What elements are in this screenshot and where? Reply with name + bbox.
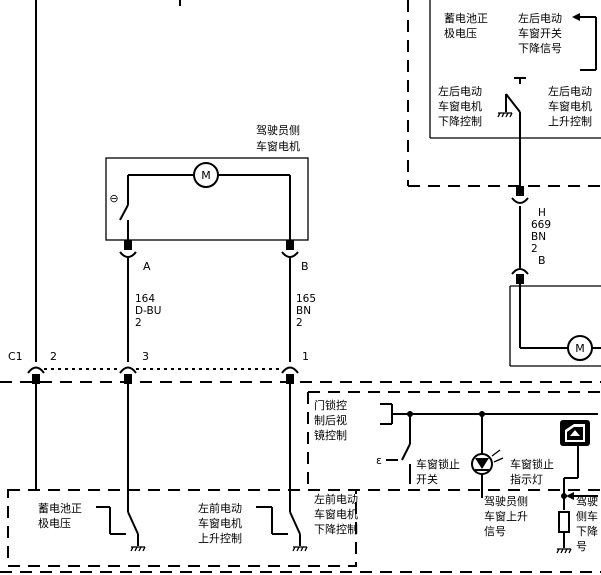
wire-165-number: 165 (296, 293, 316, 305)
wire-165-size: 2 (296, 317, 303, 329)
rear-h-connector (511, 197, 529, 204)
rear-up-ctrl-line3: 上升控制 (548, 114, 592, 128)
lock-lamp-line2: 指示灯 (510, 472, 543, 486)
c1-pin-3-connector (119, 366, 137, 374)
driver-up-signal-line1: 驾驶员侧 (484, 494, 528, 508)
lamp-emission-ray (493, 457, 504, 463)
front-up-ctrl-line3: 上升控制 (198, 531, 242, 545)
driver-partial-line3: 下降 (576, 524, 598, 538)
thermal-breaker-blade (119, 204, 129, 221)
lock-lamp-diode (475, 458, 489, 469)
wire-165-color: BN (296, 305, 311, 317)
driver-up-signal-line2: 车窗上升 (484, 509, 528, 523)
rear-switch-signal-line3: 下降信号 (518, 41, 562, 55)
front-down-switch-blade (289, 511, 301, 535)
front-battery-line1: 蓄电池正 (38, 502, 82, 515)
front-up-ctrl-line1: 左前电动 (198, 501, 242, 515)
rear-battery-line2: 极电压 (444, 26, 477, 40)
pin-a-connector (119, 251, 137, 258)
rear-signal-arrow (572, 13, 580, 21)
rear-switch-signal-line1: 左后电动 (518, 12, 562, 25)
c1-pin-1-terminal (286, 374, 294, 384)
front-up-switch-blade (127, 511, 139, 535)
door-lock-ctrl-line2: 制后视 (314, 413, 347, 427)
c1-pin-3-label: 3 (142, 350, 149, 363)
driver-motor-title-line1: 驾驶员侧 (256, 123, 300, 137)
front-switch-box (7, 489, 357, 567)
front-down-ctrl-line1: 左前电动 (314, 492, 358, 506)
driver-partial-line2: 侧车 (576, 509, 598, 523)
wire-164-number: 164 (135, 293, 155, 305)
lock-lamp-line1: 车窗锁止 (510, 457, 554, 471)
rear-down-ctrl-line2: 车窗电机 (438, 99, 482, 113)
front-down-ctrl-line3: 下降控制 (314, 522, 358, 536)
pin-b-label: B (301, 260, 309, 273)
c1-pin-1-connector (281, 366, 299, 374)
rear-pin-b-label: B (538, 254, 546, 267)
front-down-ctrl-line2: 车窗电机 (314, 507, 358, 521)
motor-symbol (193, 162, 219, 188)
pin-b-connector (281, 251, 299, 258)
pin-a-terminal (124, 240, 132, 250)
connector-c1-label: C1 (8, 350, 23, 363)
c1-pin-2-connector (27, 366, 45, 374)
rear-battery-line1: 蓄电池正 (444, 12, 488, 25)
driver-motor-title-line2: 车窗电机 (256, 139, 300, 153)
rear-switch-blade (505, 93, 521, 113)
lock-switch-line1: 车窗锁止 (416, 457, 460, 471)
pin-a-label: A (143, 260, 151, 273)
lock-switch-line2: 开关 (416, 472, 438, 486)
rear-down-ctrl-line1: 左后电动 (438, 85, 482, 98)
wire-164-color: D-BU (135, 305, 161, 317)
driver-partial-line1: 驾驶 (576, 494, 598, 508)
rear-wire-connector: H (538, 207, 546, 219)
c1-pin-2-label: 2 (50, 350, 57, 363)
lamp-emission-ray (491, 449, 501, 457)
resistor-symbol (558, 511, 570, 533)
front-battery-line2: 极电压 (38, 516, 71, 530)
lock-switch-blade (401, 443, 411, 461)
driver-motor-box (105, 157, 309, 241)
rear-wire-number: 669 (531, 219, 551, 231)
c1-pin-3-terminal (124, 374, 132, 384)
door-lock-ctrl-line3: 镜控制 (314, 428, 347, 442)
rear-down-ctrl-line3: 下降控制 (438, 114, 482, 128)
door-lock-ctrl-line1: 门锁控 (314, 398, 347, 412)
minus-symbol: ⊖ (109, 192, 118, 205)
front-up-ctrl-line2: 车窗电机 (198, 516, 242, 530)
window-icon (560, 420, 590, 446)
rear-switch-signal-line2: 车窗开关 (518, 26, 562, 40)
rear-motor-connector (511, 268, 529, 275)
rear-up-ctrl-line2: 车窗电机 (548, 99, 592, 113)
lock-switch-symbol: ε (376, 454, 382, 467)
c1-pin-1-label: 1 (302, 350, 309, 363)
rear-motor-symbol-letter: M (575, 342, 585, 355)
pin-b-terminal (286, 240, 294, 250)
c1-pin-2-terminal (32, 374, 40, 384)
driver-signal-arrow (566, 492, 574, 500)
wire-164-size: 2 (135, 317, 142, 329)
driver-up-signal-line3: 信号 (484, 525, 506, 538)
rear-wire-size: 2 (531, 243, 538, 255)
motor-symbol-letter: M (201, 169, 211, 182)
rear-h-terminal (516, 186, 524, 196)
rear-wire-color: BN (531, 231, 546, 243)
driver-signal-junction (561, 493, 567, 499)
driver-partial-line4: 号 (576, 540, 587, 553)
rear-up-ctrl-line1: 左后电动 (548, 85, 592, 98)
rear-motor-terminal (516, 274, 524, 284)
